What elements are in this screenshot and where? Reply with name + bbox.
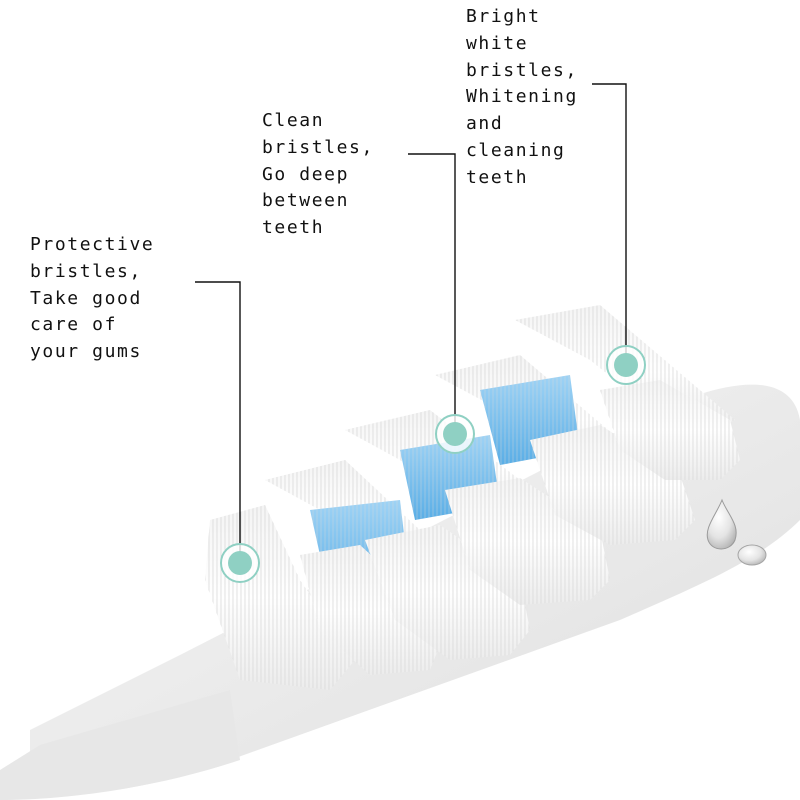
callout-line: white	[466, 32, 529, 54]
callout-line: Go deep	[262, 163, 350, 185]
callout-line: teeth	[262, 217, 325, 239]
leader-lines	[195, 83, 627, 555]
callout-line: Clean	[262, 110, 325, 131]
callout-clean-bristles: Clean bristles, Go deep between teeth	[262, 108, 374, 242]
callout-line: Whitening	[466, 86, 578, 108]
callout-line: and	[466, 113, 504, 135]
leader-line-protective	[195, 281, 241, 555]
callout-line: cleaning	[466, 139, 566, 161]
callout-line: care of	[30, 314, 118, 336]
bristle-tufts-front	[205, 380, 740, 690]
callout-line: Bright	[466, 6, 541, 27]
callout-line: bristles,	[466, 59, 578, 81]
marker-bright	[606, 345, 646, 385]
callout-bright-white-bristles: Bright white bristles, Whitening and cle…	[466, 4, 578, 192]
callout-line: Take good	[30, 287, 142, 309]
callout-line: teeth	[466, 166, 529, 188]
callout-line: Protective	[30, 234, 155, 255]
marker-clean	[435, 414, 475, 454]
leader-line-bright	[592, 83, 627, 360]
callout-line: your gums	[30, 341, 142, 363]
callout-line: bristles,	[262, 136, 374, 158]
marker-protective	[220, 543, 260, 583]
water-drops	[706, 498, 767, 566]
callout-protective-bristles: Protective bristles, Take good care of y…	[30, 232, 154, 366]
leader-line-clean	[408, 153, 456, 430]
brush-neck	[0, 690, 240, 800]
callout-line: bristles,	[30, 260, 142, 282]
callout-line: between	[262, 190, 350, 212]
